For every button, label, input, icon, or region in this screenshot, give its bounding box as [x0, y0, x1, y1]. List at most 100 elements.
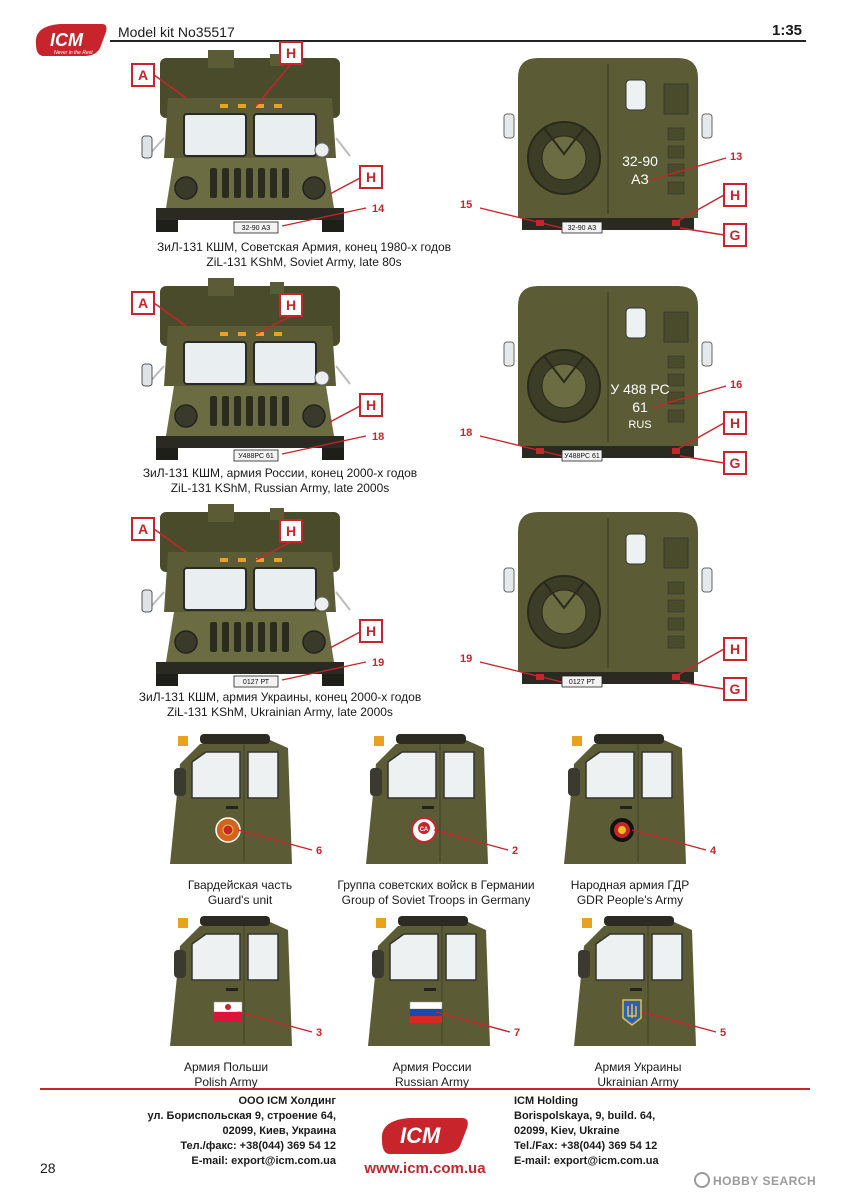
- model-kit-number: Model kit No35517: [118, 24, 235, 40]
- svg-text:H: H: [730, 187, 740, 203]
- cab-1-caption-en: Guard's unit: [207, 893, 273, 907]
- callout-rear-number-1: 13: [730, 151, 742, 163]
- variant-1-caption: ЗиЛ-131 КШМ, Советская Армия, конец 1980…: [134, 240, 474, 270]
- leader-plate-front-2: [281, 435, 367, 455]
- leader-cab-5: [435, 1011, 511, 1033]
- svg-text:H: H: [286, 45, 296, 61]
- cab-4: [170, 916, 292, 1046]
- callout-rear-number-2: 16: [730, 379, 742, 391]
- leader-g-rear-2: [679, 455, 725, 464]
- callout-cab-5: 7: [514, 1027, 520, 1039]
- rear-number-line1-2: У 488 РС: [610, 381, 669, 397]
- logo-text: ICM: [50, 30, 84, 50]
- ukrainian-trident: [622, 999, 642, 1026]
- tag-h-side-front-3: H: [359, 619, 383, 643]
- cab-5-caption-ru: Армия России: [392, 1060, 472, 1074]
- header-rule: [110, 40, 806, 42]
- variant-3-caption: ЗиЛ-131 КШМ, армия Украины, конец 2000-х…: [110, 690, 450, 720]
- footer-rule: [40, 1088, 810, 1090]
- tag-a-front-1: A: [131, 63, 155, 87]
- callout-front-plate-3: 19: [372, 657, 384, 669]
- callout-front-plate-2: 18: [372, 431, 384, 443]
- footer-icm-logo: ICM: [381, 1118, 468, 1154]
- svg-text:H: H: [730, 641, 740, 657]
- cab-2-caption-en: Group of Soviet Troops in Germany: [341, 893, 531, 907]
- cab-1-caption-ru: Гвардейская часть: [187, 878, 293, 892]
- cab-3-caption: Народная армия ГДР GDR People's Army: [520, 878, 740, 908]
- cab-4-caption-en: Polish Army: [194, 1075, 258, 1089]
- cab-6-caption-ru: Армия Украины: [594, 1060, 682, 1074]
- footer-en-address1: Borispolskaya, 9, build. 64,: [514, 1110, 656, 1122]
- front-plate-2: [233, 449, 279, 462]
- callout-cab-3: 4: [710, 845, 717, 857]
- cab-5: [368, 916, 490, 1046]
- tag-g-rear-3: G: [723, 677, 747, 701]
- guards-badge: [215, 817, 241, 843]
- cab-5-caption: Армия России Russian Army: [322, 1060, 542, 1090]
- tag-h-top-front-3: H: [279, 519, 303, 543]
- leader-h-side-front-2: [329, 405, 361, 423]
- variant-1-caption-ru: ЗиЛ-131 КШМ, Советская Армия, конец 1980…: [156, 240, 452, 254]
- svg-text:G: G: [730, 227, 741, 243]
- footer-address-en: ICM Holding Borispolskaya, 9, build. 64,…: [514, 1094, 754, 1169]
- leader-h-top-front-3: [255, 541, 292, 561]
- leader-rear-plate-3: [479, 661, 563, 683]
- watermark-logo-icon: [694, 1172, 710, 1188]
- svg-text:A: A: [138, 295, 148, 311]
- tag-h-side-front-1: H: [359, 165, 383, 189]
- tag-h-side-front-2: H: [359, 393, 383, 417]
- front-plate-1: [233, 221, 279, 234]
- cab-2-caption-ru: Группа советских войск в Германии: [337, 878, 535, 892]
- tag-h-rear-3: H: [723, 637, 747, 661]
- cab-6-caption: Армия Украины Ukrainian Army: [528, 1060, 748, 1090]
- watermark-text: HOBBY SEARCH: [713, 1174, 817, 1188]
- callout-cab-1: 6: [316, 845, 322, 857]
- tag-a-front-2: A: [131, 291, 155, 315]
- cab-5-caption-en: Russian Army: [394, 1075, 470, 1089]
- cab-6: [574, 916, 696, 1046]
- footer-ru-address1: ул. Бориспольская 9, строение 64,: [147, 1110, 336, 1122]
- leader-h-rear-3: [675, 648, 725, 677]
- rear-view-3: 0127 РТ: [503, 512, 713, 688]
- leader-h-side-front-1: [329, 177, 361, 195]
- leader-h-rear-2: [675, 422, 725, 451]
- gdr-roundel: [610, 818, 634, 842]
- rear-number-line1-1: 32-90: [622, 153, 658, 169]
- callout-cab-4: 3: [316, 1027, 322, 1039]
- cab-2: СА: [366, 734, 488, 864]
- rear-plate-text-2: У488РС 61: [564, 453, 600, 460]
- leader-h-side-front-3: [329, 631, 361, 649]
- page-number: 28: [40, 1160, 56, 1176]
- leader-cab-3: [631, 829, 707, 851]
- front-view-3: 0127 РТ: [141, 504, 351, 688]
- leader-a-front-3: [153, 528, 187, 553]
- svg-text:ICM: ICM: [400, 1123, 441, 1148]
- front-plate-3: [233, 675, 279, 688]
- leader-rear-number-1: [649, 157, 727, 181]
- cab-3-caption-en: GDR People's Army: [576, 893, 684, 907]
- callout-rear-plate-1: 15: [460, 199, 472, 211]
- footer-address-ru: ООО ICM Холдинг ул. Бориспольская 9, стр…: [110, 1094, 336, 1169]
- svg-text:СА: СА: [420, 827, 429, 833]
- footer-en-phone: Tel./Fax: +38(044) 369 54 12: [514, 1140, 658, 1152]
- svg-text:G: G: [730, 681, 741, 697]
- svg-text:G: G: [730, 455, 741, 471]
- front-plate-text-3: 0127 РТ: [243, 679, 270, 686]
- leader-g-rear-3: [679, 681, 725, 690]
- leader-rear-plate-2: [479, 435, 563, 457]
- variant-1-caption-en: ZiL-131 KShM, Soviet Army, late 80s: [206, 255, 402, 269]
- cab-4-caption: Армия Польши Polish Army: [116, 1060, 336, 1090]
- footer-en-email: E-mail: export@icm.com.ua: [514, 1155, 659, 1167]
- tag-h-rear-2: H: [723, 411, 747, 435]
- callout-front-plate-1: 14: [372, 203, 385, 215]
- variant-2-caption-ru: ЗиЛ-131 КШМ, армия России, конец 2000-х …: [142, 466, 418, 480]
- footer-en-company: ICM Holding: [514, 1095, 579, 1107]
- callout-rear-plate-3: 19: [460, 653, 472, 665]
- website-link[interactable]: www.icm.com.ua: [364, 1160, 486, 1177]
- cab-1: [170, 734, 292, 864]
- footer-ru-phone: Тел./факс: +38(044) 369 54 12: [180, 1140, 336, 1152]
- leader-a-front-1: [153, 74, 187, 99]
- icm-logo: ICM Never in the Rest: [35, 24, 107, 56]
